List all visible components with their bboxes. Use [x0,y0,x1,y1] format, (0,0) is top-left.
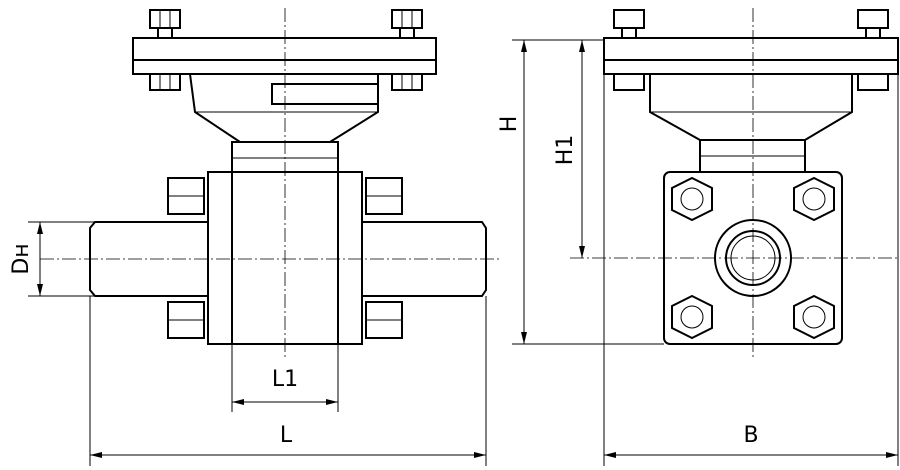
dimension-dn: Dн [9,221,95,297]
side-top-bolts [613,9,889,91]
dimension-b: B [603,74,899,466]
side-view [570,8,900,360]
dimension-l: L [89,296,487,466]
front-view [40,8,500,360]
dimension-dn-label: Dн [9,243,34,274]
side-corner-bolts [671,176,835,340]
dimension-l1: L1 [231,344,339,412]
dimension-h-label: H [497,116,522,133]
side-bonnet [649,73,853,141]
dimension-b-label: B [743,423,758,448]
dimension-l-label: L [280,423,293,448]
dimension-h1-label: H1 [553,135,578,166]
front-top-bolt-left [149,9,181,91]
front-top-flange [132,37,437,75]
dimension-h1: H1 [553,39,604,258]
front-top-bolt-right [391,9,423,91]
side-top-flange [603,37,899,75]
front-side-bolts [167,177,403,339]
dimension-l1-label: L1 [272,367,298,392]
